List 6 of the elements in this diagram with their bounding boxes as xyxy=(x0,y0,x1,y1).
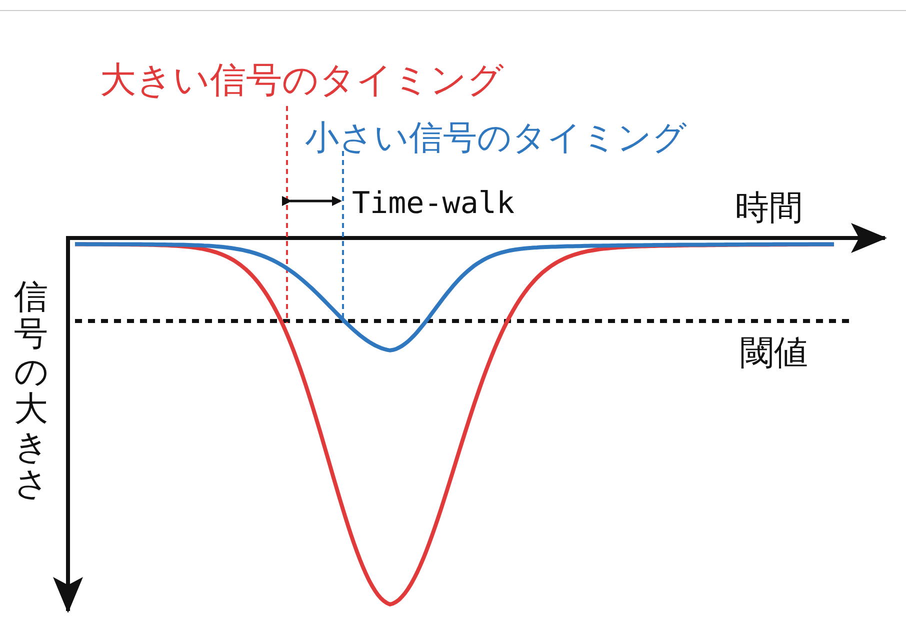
time-walk-label: Time-walk xyxy=(352,189,515,219)
timing-label: 小さい信号のタイミング xyxy=(305,121,687,155)
timing-label: 大きい信号のタイミング xyxy=(100,63,504,99)
axis-label: 信号の大きさ xyxy=(14,279,48,504)
axis-label: 時間 xyxy=(735,191,803,225)
threshold-label: 閾値 xyxy=(740,336,808,370)
